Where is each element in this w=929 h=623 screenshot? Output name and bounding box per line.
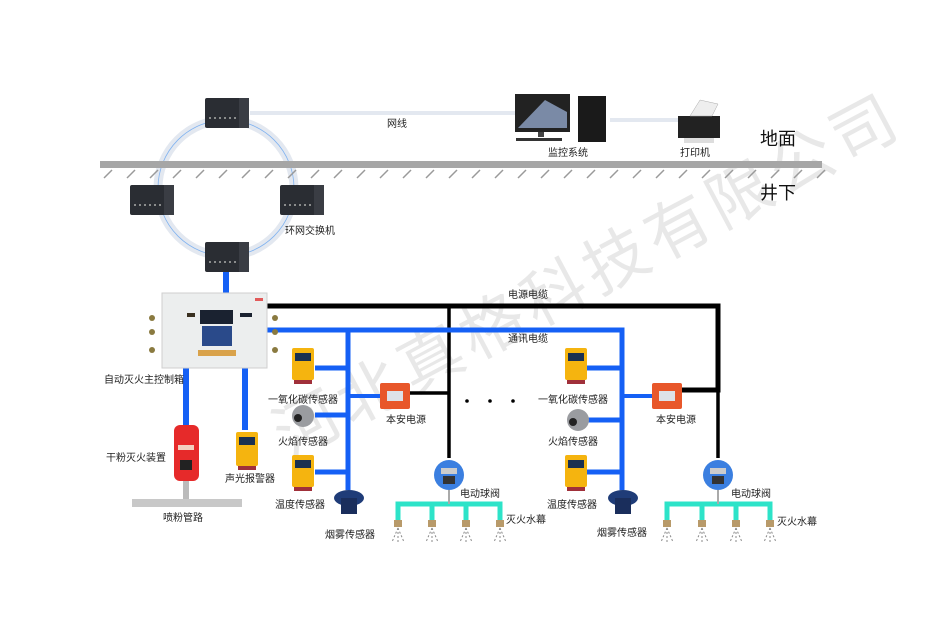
co-sensor-label: 一氧化碳传感器 <box>538 395 608 406</box>
smoke-sensor-icon <box>334 490 364 514</box>
network-cable-label: 网线 <box>387 119 407 130</box>
flame-sensor-label: 火焰传感器 <box>278 437 328 448</box>
monitoring-system-label: 监控系统 <box>548 148 588 159</box>
sprinkler-nozzle-icon <box>425 520 439 543</box>
power-cable-label: 电源电缆 <box>508 290 548 301</box>
ring-switch-icon <box>130 185 174 215</box>
power-supply-label: 本安电源 <box>386 415 426 426</box>
ball-valve-icon <box>434 460 464 490</box>
main-controller-box <box>149 292 278 369</box>
zone-above-ground: 地面 <box>760 129 796 150</box>
alarm-label: 声光报警器 <box>225 474 275 485</box>
temp-sensor-icon <box>292 455 314 491</box>
power-supply-icon <box>652 383 682 409</box>
sprinkler-nozzle-icon <box>493 520 507 543</box>
sprinkler-nozzle-icon <box>695 520 709 543</box>
ellipsis-dot <box>511 399 515 403</box>
water-pipe-1 <box>395 501 503 520</box>
co-sensor-icon <box>565 348 587 384</box>
temp-sensor-label: 温度传感器 <box>547 500 597 511</box>
co-sensor-icon <box>292 348 314 384</box>
dry-powder-device-icon <box>174 425 199 481</box>
main-controller-label: 自动灭火主控制箱 <box>104 375 184 386</box>
ring-switch-icon <box>280 185 324 215</box>
dry-powder-device-label: 干粉灭火装置 <box>106 453 166 464</box>
powder-pipe-label: 喷粉管路 <box>163 513 203 524</box>
sprinkler-nozzle-icon <box>391 520 405 543</box>
printer-label: 打印机 <box>680 148 710 159</box>
temp-sensor-icon <box>565 455 587 491</box>
printer-icon <box>678 99 720 143</box>
flame-sensor-label: 火焰传感器 <box>548 437 598 448</box>
ring-switch-icon <box>205 98 249 128</box>
sprinkler-nozzle-icon <box>729 520 743 543</box>
ring-network <box>153 115 299 261</box>
ball-valve-label: 电动球阀 <box>731 489 771 500</box>
smoke-sensor-icon <box>608 490 638 514</box>
powder-pipe <box>132 499 242 507</box>
comm-cable-label: 通讯电缆 <box>508 334 548 345</box>
zone-underground: 井下 <box>760 183 796 204</box>
sprinkler-nozzle-icon <box>459 520 473 543</box>
sprinkler-nozzle-icon <box>660 520 674 543</box>
ring-switch-label: 环网交换机 <box>285 226 335 237</box>
ball-valve-icon <box>703 460 733 490</box>
flame-sensor-icon <box>567 409 589 431</box>
smoke-sensor-label: 烟雾传感器 <box>325 530 375 541</box>
monitoring-system-icon <box>515 94 606 142</box>
co-sensor-label: 一氧化碳传感器 <box>268 395 338 406</box>
ball-valve-label: 电动球阀 <box>460 489 500 500</box>
comm-cable-line <box>265 327 625 490</box>
ellipsis-dot <box>488 399 492 403</box>
power-supply-label: 本安电源 <box>656 415 696 426</box>
water-curtain-label: 灭火水幕 <box>506 515 546 526</box>
ellipsis-dot <box>465 399 469 403</box>
ground-line <box>100 161 822 168</box>
ring-switch-icon <box>205 242 249 272</box>
audio-visual-alarm-icon <box>236 432 258 470</box>
sprinkler-nozzle-icon <box>763 520 777 543</box>
power-cable-line <box>265 303 721 393</box>
water-curtain-label: 灭火水幕 <box>777 517 817 528</box>
smoke-sensor-label: 烟雾传感器 <box>597 528 647 539</box>
flame-sensor-icon <box>292 405 314 427</box>
water-pipe-2 <box>664 501 773 520</box>
power-supply-icon <box>380 383 410 409</box>
temp-sensor-label: 温度传感器 <box>275 500 325 511</box>
